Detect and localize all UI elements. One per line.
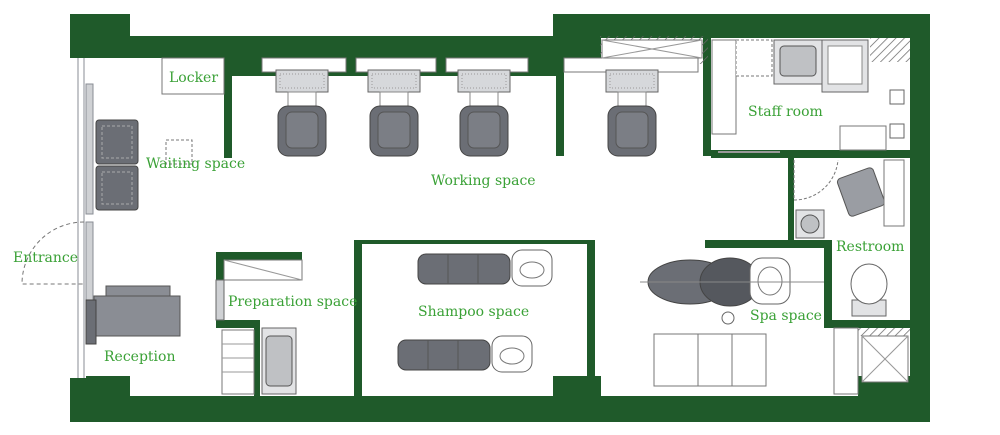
- waiting-table-icon: [165, 139, 193, 165]
- wall-shampoo-top: [354, 240, 362, 396]
- prep-shelf: [215, 279, 225, 321]
- label-preparation-space: Preparation space: [228, 294, 357, 310]
- spa-fixtures: [640, 257, 909, 395]
- spa-bed: [653, 333, 767, 387]
- shampoo-chair-2: [397, 335, 533, 373]
- restroom-door-swing: [793, 159, 839, 201]
- wall-restroom-left: [824, 240, 832, 328]
- wall-shampoo-right: [587, 240, 595, 396]
- shampoo-chair-1: [417, 249, 553, 287]
- wall-staff-left: [703, 38, 711, 156]
- station-1: [261, 57, 347, 157]
- staff-shelf: [735, 39, 773, 77]
- reception-counter-top: [105, 285, 171, 297]
- restroom-shelf: [883, 159, 905, 227]
- label-waiting-space: Waiting space: [146, 156, 245, 172]
- entrance-frame: [77, 58, 94, 378]
- restroom-fixtures: [793, 159, 905, 317]
- wall-bottom-right-pillar: [858, 376, 930, 422]
- label-entrance: Entrance: [13, 250, 78, 266]
- station-4: [563, 57, 699, 157]
- shampoo-basin-2: [491, 335, 533, 373]
- spa-stool: [721, 311, 735, 325]
- wall-working-right: [556, 60, 564, 156]
- reception-desk: [85, 285, 181, 345]
- staff-outlet-2: [889, 123, 905, 139]
- waiting-chair-2: [95, 165, 139, 211]
- spa-shower: [833, 327, 859, 395]
- wall-prep-top: [216, 252, 302, 260]
- station-3: [445, 57, 529, 157]
- hatch-restroom-corner: [858, 328, 910, 336]
- shampoo-basin-1: [511, 249, 553, 287]
- reception-counter: [93, 295, 181, 337]
- restroom-toilet-bowl: [850, 263, 888, 305]
- entrance-door-swing: [21, 221, 85, 285]
- station-2: [355, 57, 437, 157]
- wall-working-left: [224, 58, 232, 158]
- wall-top-left: [70, 36, 555, 58]
- prep-sink-basin: [265, 335, 293, 387]
- wall-spa-top: [705, 240, 827, 248]
- label-staff-room: Staff room: [748, 104, 823, 120]
- wall-bottom: [70, 396, 930, 422]
- wall-prep-inner: [254, 320, 260, 396]
- prep-cart: [221, 329, 255, 395]
- label-shampoo-space: Shampoo space: [418, 304, 529, 320]
- wall-restroom-bottom: [824, 320, 910, 328]
- spa-basin: [749, 257, 791, 305]
- wall-shampoo-topline: [354, 240, 595, 244]
- staff-counter: [839, 125, 887, 151]
- waiting-chair-cushions: [101, 125, 133, 205]
- label-restroom: Restroom: [836, 239, 904, 255]
- waiting-chair-1: [95, 119, 139, 165]
- shampoo-stations: [397, 249, 553, 373]
- restroom-chair: [836, 167, 886, 217]
- wall-top-right: [553, 14, 930, 38]
- waiting-chairs: [95, 119, 139, 211]
- hatch-staff-right: [870, 38, 910, 62]
- label-working-space: Working space: [431, 173, 536, 189]
- staff-sink-basin: [779, 45, 817, 77]
- staff-cabinet-left: [711, 39, 737, 135]
- locker-cabinet: [161, 57, 225, 95]
- label-locker: Locker: [169, 70, 218, 86]
- preparation-fixtures: [215, 259, 303, 395]
- staff-room-fixtures: [711, 39, 905, 153]
- reception-shelf: [85, 299, 97, 345]
- label-spa-space: Spa space: [750, 308, 822, 324]
- staff-outlet-1: [889, 89, 905, 105]
- styling-stations: [261, 57, 699, 157]
- wall-right: [910, 14, 930, 422]
- room-labels: Locker Waiting space Working space Staff…: [13, 70, 904, 365]
- wall-prep-bottom: [216, 320, 260, 328]
- wall-staff-bottom: [711, 150, 910, 158]
- label-reception: Reception: [104, 349, 175, 365]
- wall-restroom-divider: [788, 156, 794, 242]
